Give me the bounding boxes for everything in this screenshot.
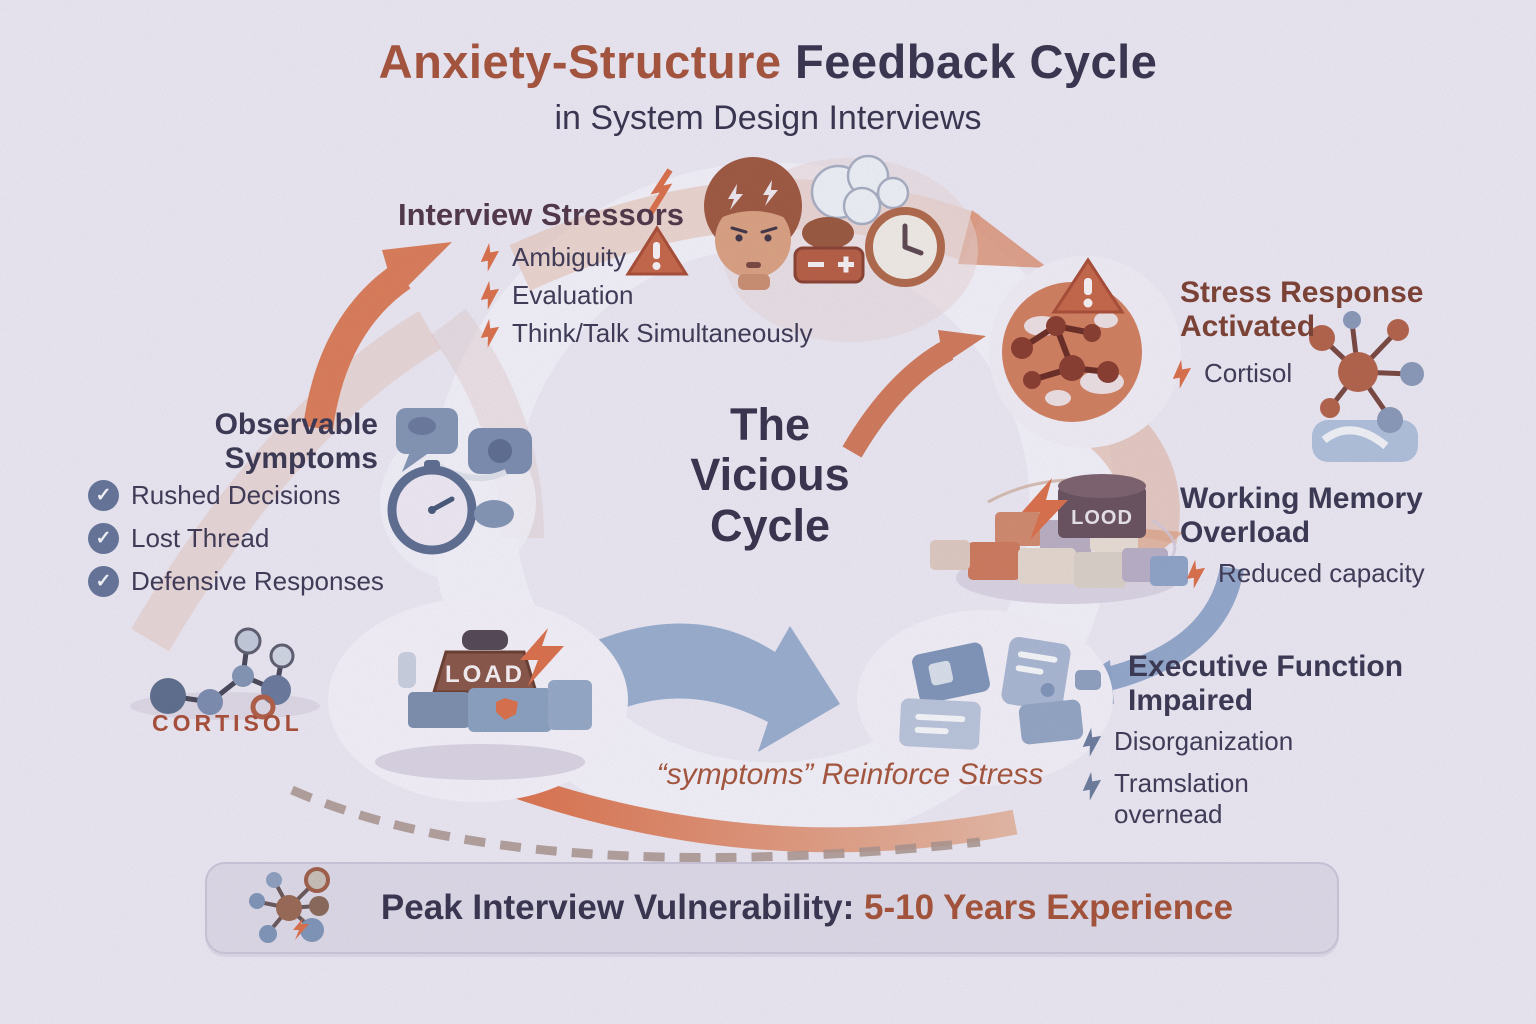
list-item: Evaluation [480,276,813,314]
clock-icon [865,207,945,287]
load-sign-label: LOAD [445,661,525,688]
load-barrel-icon: LOOD [1058,474,1146,538]
banner-value-text: 5-10 Years Experience [863,888,1234,927]
check-icon: ✓ [88,480,119,511]
check-icon: ✓ [88,523,119,554]
interview-stressors-list: Ambiguity Evaluation Think/Talk Simultan… [480,238,813,352]
center-line: Cycle [709,499,831,551]
lightning-icon [478,279,503,310]
heading-line: Overload [1180,515,1311,549]
banner-value: 5-10 Years Experience [864,888,1233,927]
list-item: ✓ Rushed Decisions [88,480,341,511]
title-main: Feedback Cycle [781,35,1158,88]
heading-line: Executive Function [1128,650,1404,683]
list-item: Disorganization [1082,726,1293,757]
lightning-icon [1170,358,1195,389]
list-item: Ambiguity [480,238,813,276]
stressor-item: Evaluation [512,279,634,310]
symptom-item: Defensive Responses [131,566,384,596]
check-icon: ✓ [88,566,119,597]
machine-cap [462,630,508,650]
lightning-icon [1184,558,1209,589]
heading-line: Observable [214,408,378,441]
card-icon [1018,699,1084,745]
cortisol-molecule-label: CORTISOL [152,710,303,736]
list-item: ✓ Defensive Responses [88,566,384,597]
center-cycle-label: The Vicious Cycle [612,399,928,551]
load-barrel-label: LOOD [1071,507,1133,529]
executive-function-heading: Executive Function Impaired [1128,650,1403,717]
list-item: Tramslation overnead [1082,768,1314,830]
heading-line: Impaired [1128,683,1254,717]
card-icon [899,698,981,750]
list-item: ✓ Lost Thread [88,523,269,554]
page-title: Anxiety-Structure Feedback Cycle [0,34,1536,89]
lightning-icon [478,317,503,348]
device-icon [468,428,532,474]
executive-item: Tramslation overnead [1114,768,1249,830]
executive-item: Disorganization [1114,726,1294,756]
list-item: Cortisol [1172,358,1292,389]
center-line: Vicious [690,449,850,501]
symptoms-illustration [380,408,536,580]
interview-stressors-heading: Interview Stressors [398,197,685,232]
chip [1075,670,1101,690]
vulnerability-banner: Peak Interview Vulnerability: 5-10 Years… [205,862,1339,954]
load-sign: LOAD [431,650,539,694]
observable-symptoms-heading: Observable Symptoms [140,408,378,475]
banner-label: Peak Interview Vulnerability: [380,888,855,927]
reinforce-note: “symptoms” Reinforce Stress [656,758,1044,791]
page-subtitle: in System Design Interviews [554,99,982,137]
center-line: The [729,399,810,450]
symptom-item: Lost Thread [131,523,270,553]
bottle [398,652,416,688]
working-memory-heading: Working Memory Overload [1180,482,1423,549]
heading-line: Stress Response [1180,276,1424,309]
stressor-item: Ambiguity [512,241,627,272]
title-block: Anxiety-Structure Feedback Cycle in Syst… [0,34,1536,138]
title-accent: Anxiety-Structure [378,35,782,88]
stress-response-illustration [989,256,1181,448]
memory-item: Reduced capacity [1218,558,1425,588]
side-blob [474,500,514,528]
symptom-item: Rushed Decisions [131,480,341,510]
heading-line: Working Memory [1180,482,1423,515]
lightning-icon [1080,726,1105,757]
cortisol-item: Cortisol [1204,358,1293,388]
banner-text: Peak Interview Vulnerability: 5-10 Years… [337,888,1337,928]
molecule-icon [249,867,330,943]
heading-line: Symptoms [224,441,378,475]
list-item: Reduced capacity [1186,558,1425,589]
stressor-item: Think/Talk Simultaneously [512,317,813,348]
load-machine-illustration: LOAD [328,598,628,802]
stress-response-heading: Stress Response Activated [1180,276,1423,343]
list-item: Think/Talk Simultaneously [480,314,813,352]
heading-line: Activated [1180,309,1316,343]
lightning-icon [478,241,503,272]
